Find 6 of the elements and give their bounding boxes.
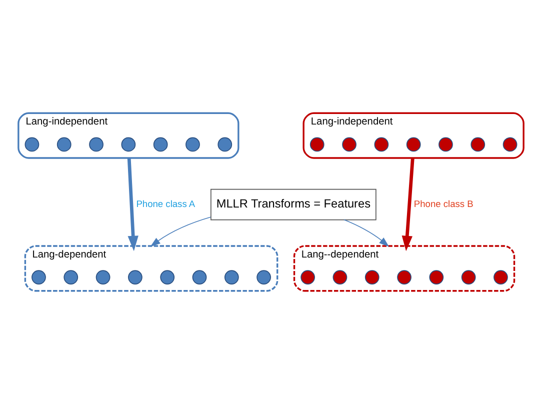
node-label: Lang--dependent <box>301 250 379 261</box>
edge-label: Phone class B <box>414 198 474 209</box>
node-label: Lang-independent <box>26 116 108 128</box>
edge-label: Phone class A <box>136 198 196 209</box>
node-label: Lang-independent <box>310 116 393 128</box>
node-label: Lang-dependent <box>32 250 106 261</box>
